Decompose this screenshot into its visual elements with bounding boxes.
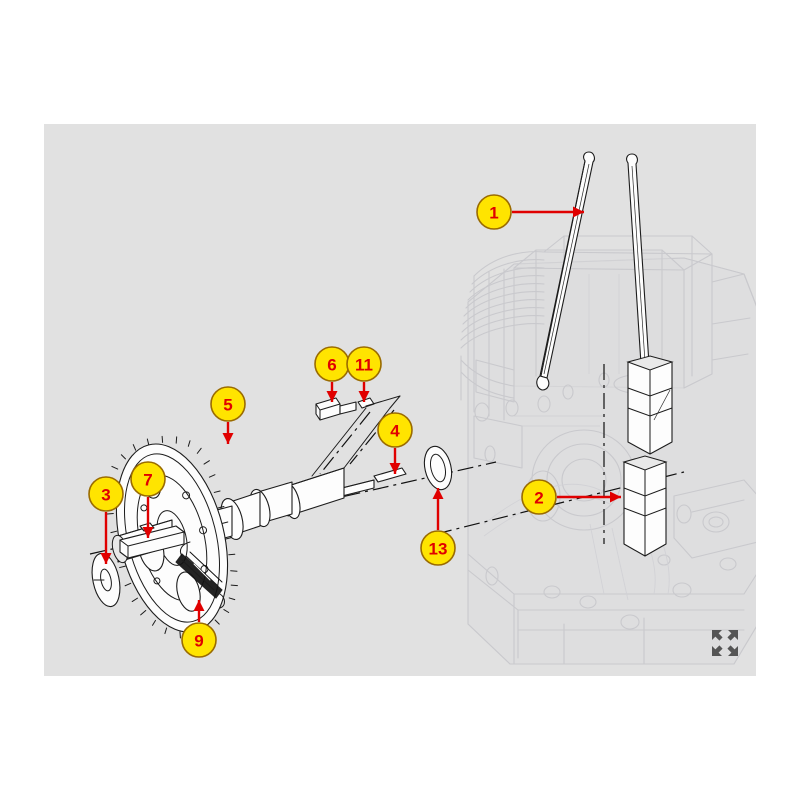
callout-arrow-head <box>326 391 338 402</box>
callout-badge-number: 5 <box>223 396 232 415</box>
callout-badge-number: 6 <box>327 356 336 375</box>
valve-tappet-upper <box>626 355 674 455</box>
expand-arrows-icon[interactable] <box>710 628 740 658</box>
callout-arrow-head <box>358 391 370 402</box>
callout-arrow-head <box>610 491 621 503</box>
callout-badge-number: 4 <box>390 422 400 441</box>
callout-5[interactable]: 5 <box>210 386 246 444</box>
callout-badge-circle[interactable] <box>521 479 557 515</box>
callout-badge-circle[interactable] <box>346 346 382 382</box>
callout-badge-number: 1 <box>489 204 498 223</box>
callout-11[interactable]: 11 <box>346 346 382 402</box>
callout-arrow-head <box>100 553 112 564</box>
callout-badge-circle[interactable] <box>88 476 124 512</box>
callout-3[interactable]: 3 <box>88 476 124 564</box>
callout-badge-number: 13 <box>429 540 448 559</box>
diagram-stage: 1 2 3 4 5 6 7 9 11 13 <box>44 124 756 676</box>
callout-badge-number: 11 <box>355 356 373 375</box>
callout-arrow-head <box>389 463 401 474</box>
callout-1[interactable]: 1 <box>476 194 584 230</box>
valve-tappet-lower <box>622 455 668 557</box>
push-rod-short <box>626 153 650 365</box>
compression-release-pin <box>315 397 357 421</box>
callout-layer[interactable]: 1 2 3 4 5 6 7 9 11 13 <box>88 194 621 658</box>
callout-badge-number: 2 <box>534 489 543 508</box>
release-lever <box>311 395 401 477</box>
callout-badge-circle[interactable] <box>130 461 166 497</box>
callout-badge-number: 7 <box>143 471 152 490</box>
callout-6[interactable]: 6 <box>314 346 350 402</box>
parts-diagram-viewer[interactable]: 1 2 3 4 5 6 7 9 11 13 <box>44 124 756 676</box>
return-spring <box>175 541 225 609</box>
callout-9[interactable]: 9 <box>181 600 217 658</box>
callout-badge-circle[interactable] <box>420 530 456 566</box>
expand-arrows-glyph <box>712 630 738 656</box>
callout-arrow-head <box>432 488 444 499</box>
callout-badge-number: 9 <box>194 632 203 651</box>
callout-4[interactable]: 4 <box>377 412 413 474</box>
callout-badge-circle[interactable] <box>181 622 217 658</box>
callout-13[interactable]: 13 <box>420 488 456 566</box>
callout-badge-circle[interactable] <box>476 194 512 230</box>
callout-arrow-head <box>193 600 205 611</box>
callout-7[interactable]: 7 <box>130 461 166 538</box>
callout-badge-circle[interactable] <box>377 412 413 448</box>
woodruff-key <box>373 467 407 483</box>
shim-washer <box>423 445 453 491</box>
callout-badge-circle[interactable] <box>210 386 246 422</box>
push-rod-long <box>536 151 595 391</box>
callout-2[interactable]: 2 <box>521 479 621 515</box>
callout-badge-number: 3 <box>101 486 110 505</box>
mechanical-parts-illustration: 1 2 3 4 5 6 7 9 11 13 <box>88 151 685 658</box>
callout-arrow-head <box>222 433 234 444</box>
callout-arrow-head <box>573 206 584 218</box>
callout-arrow-head <box>142 527 154 538</box>
thrust-washer <box>91 552 121 608</box>
